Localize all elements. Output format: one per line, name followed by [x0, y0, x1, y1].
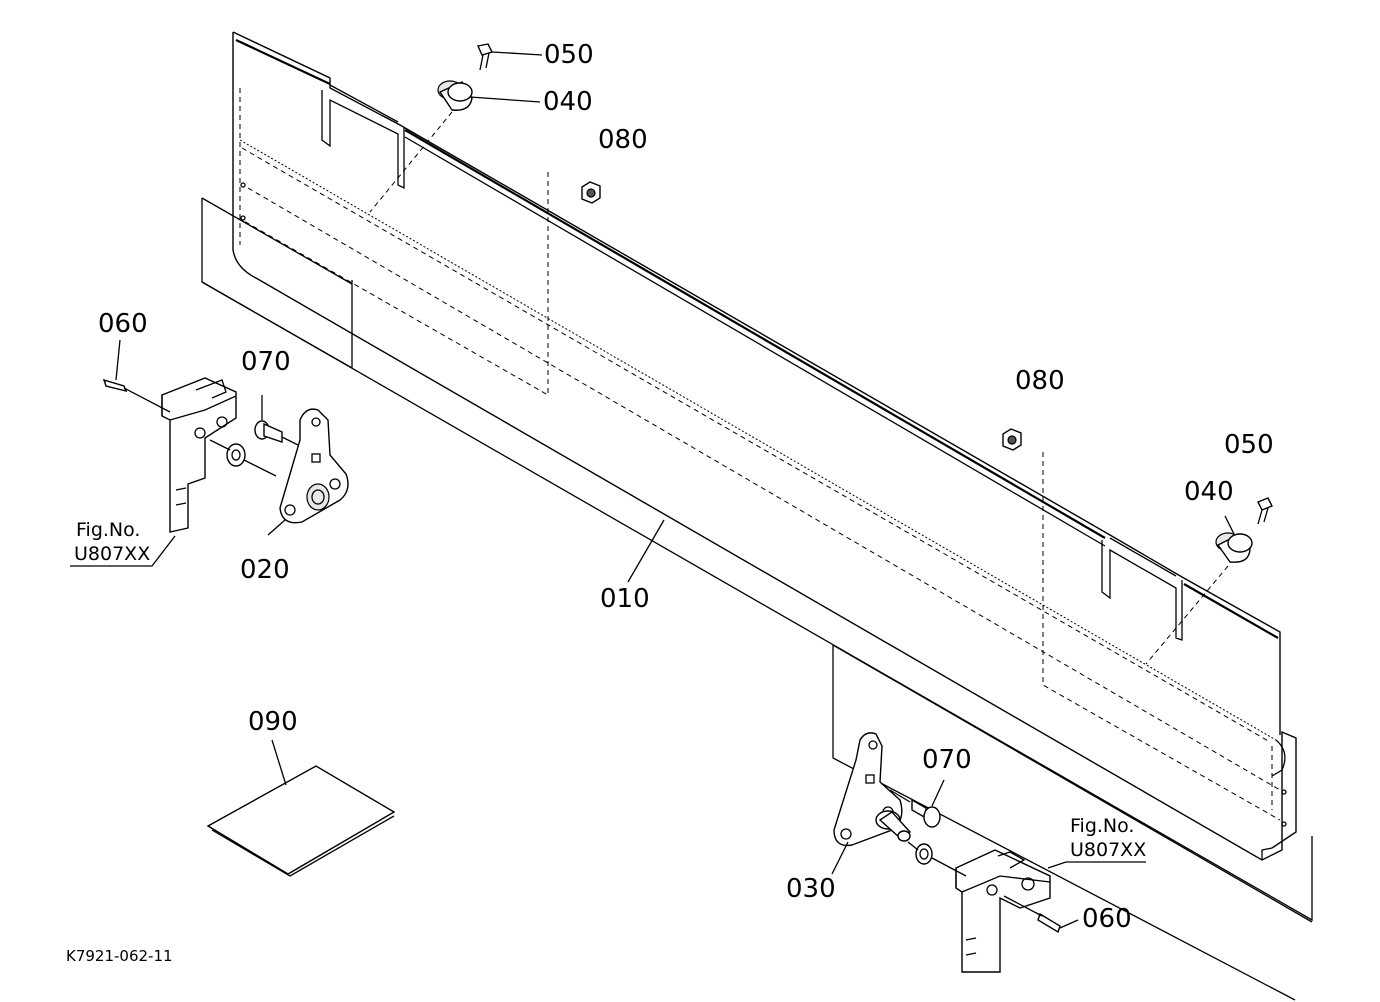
- hinge-bracket-left: [161, 377, 237, 533]
- cotter-pin-060-left: [102, 378, 128, 393]
- label-080-right: 080: [1015, 366, 1065, 396]
- fig-ref-left-line1: Fig.No.: [76, 519, 140, 541]
- bolt-050-right: [1257, 497, 1273, 525]
- bolt-070-left: [254, 420, 283, 443]
- bumper-040-top: [437, 80, 473, 111]
- label-040-top: 040: [543, 87, 593, 117]
- bumper-040-right: [1215, 532, 1253, 563]
- pin-shaft-030: [875, 810, 912, 842]
- label-020: 020: [240, 555, 290, 585]
- washer-left: [226, 443, 246, 467]
- fig-ref-right-line2: U807XX: [1070, 839, 1146, 861]
- bolt-070-right: [911, 798, 941, 828]
- link-plate-020: [279, 408, 349, 524]
- label-090: 090: [248, 707, 298, 737]
- cotter-pin-060-right: [1037, 912, 1061, 934]
- panel-010: [232, 31, 1297, 861]
- label-030: 030: [786, 874, 836, 904]
- label-070-left: 070: [241, 347, 291, 377]
- label-040-right: 040: [1184, 477, 1234, 507]
- label-050-right: 050: [1224, 430, 1274, 460]
- sheet-090: [206, 765, 396, 877]
- fig-ref-right-line1: Fig.No.: [1070, 815, 1134, 837]
- nut-080-right: [1002, 428, 1022, 451]
- fig-ref-left-line2: U807XX: [74, 543, 150, 565]
- label-080-top: 080: [598, 125, 648, 155]
- label-010: 010: [600, 584, 650, 614]
- label-070-right: 070: [922, 745, 972, 775]
- label-060-left: 060: [98, 309, 148, 339]
- label-050-top: 050: [544, 40, 594, 70]
- washer-right: [915, 843, 933, 865]
- bolt-050-top: [477, 43, 493, 71]
- nut-080-top: [581, 181, 601, 204]
- label-060-right: 060: [1082, 904, 1132, 934]
- hinge-bracket-right: [955, 849, 1051, 973]
- assembly-outline-right: [832, 645, 1296, 1001]
- drawing-code: K7921-062-11: [66, 947, 173, 965]
